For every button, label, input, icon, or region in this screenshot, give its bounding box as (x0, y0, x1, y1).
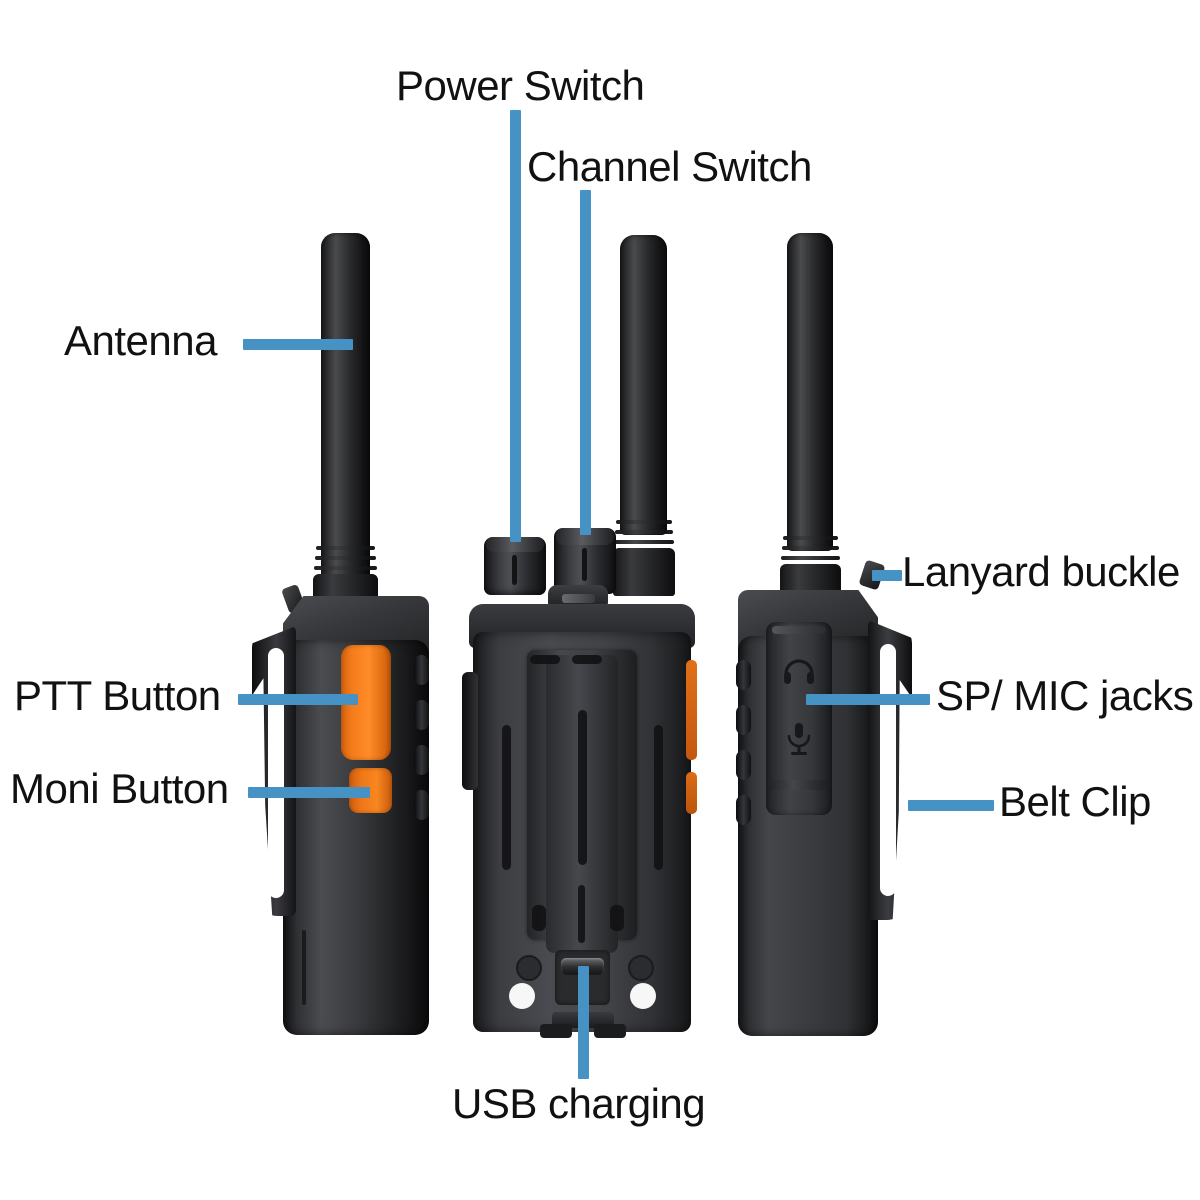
clip-notch (530, 655, 560, 664)
body-seam (302, 930, 306, 1005)
antenna-base (780, 564, 841, 594)
grip-ridge (414, 700, 429, 730)
panel-slot-left (502, 725, 511, 870)
label-lanyard-buckle: Lanyard buckle (902, 548, 1180, 595)
leader-moni-button (248, 787, 370, 798)
belt-clip-slot (578, 710, 587, 865)
clip-notch (610, 905, 624, 931)
antenna-ring (316, 546, 375, 550)
belt-clip-gap-right (880, 644, 896, 896)
top-cap-grille (562, 594, 595, 603)
microphone-icon (780, 718, 818, 760)
panel-slot-right (654, 725, 663, 870)
antenna-ring (614, 540, 674, 544)
label-sp-mic-jacks: SP/ MIC jacks (936, 672, 1194, 719)
leader-power-switch (510, 110, 521, 542)
clip-notch (532, 905, 546, 931)
label-usb-charging: USB charging (452, 1080, 706, 1127)
grip-ridge (414, 745, 429, 775)
belt-clip-gap (268, 648, 284, 898)
knob-top (486, 537, 544, 553)
antenna-ring (782, 546, 839, 550)
label-channel-switch: Channel Switch (527, 143, 812, 190)
antenna-back (620, 235, 667, 535)
leader-belt-clip (908, 800, 994, 811)
antenna-ring (781, 556, 840, 560)
channel-switch-knob[interactable] (554, 528, 616, 594)
leader-channel-switch (580, 190, 591, 535)
antenna-ring (615, 530, 673, 534)
moni-button-edge[interactable] (686, 772, 697, 814)
screw-hole (628, 955, 654, 981)
antenna-ring (315, 556, 376, 560)
antenna-base (313, 574, 378, 600)
side-tab (462, 672, 478, 790)
leader-usb-charging (578, 966, 589, 1079)
grip-ridge (736, 750, 751, 780)
grip-ridge (414, 790, 429, 820)
leader-sp-mic-jacks (806, 694, 930, 705)
screw-hole (516, 955, 542, 981)
knob-notch (582, 548, 587, 581)
headphone-icon (778, 652, 820, 690)
belt-clip-slot (578, 885, 585, 943)
label-ptt-button: PTT Button (14, 672, 221, 719)
bottom-foot (540, 1024, 572, 1038)
leader-antenna (243, 339, 353, 350)
antenna-ring (616, 520, 672, 524)
jack-cover-base (768, 780, 830, 790)
contact-hole (509, 983, 535, 1009)
antenna-right (787, 233, 833, 551)
contact-hole (630, 983, 656, 1009)
antenna-left (321, 233, 370, 585)
ptt-button-edge[interactable] (686, 660, 697, 760)
antenna-base (613, 548, 675, 596)
grip-ridge (414, 655, 429, 685)
grip-ridge (736, 660, 751, 690)
label-antenna: Antenna (64, 317, 217, 364)
power-switch-knob[interactable] (484, 537, 546, 595)
jack-cover-lip (772, 626, 826, 634)
knob-top (556, 528, 614, 546)
label-moni-button: Moni Button (10, 765, 229, 812)
grip-ridge (736, 795, 751, 825)
clip-notch (572, 655, 602, 664)
label-power-switch: Power Switch (396, 62, 645, 109)
bottom-foot (594, 1024, 626, 1038)
antenna-ring (314, 566, 377, 570)
antenna-ring (783, 536, 838, 540)
leader-lanyard-buckle (872, 570, 902, 581)
knob-notch (512, 555, 517, 585)
label-belt-clip: Belt Clip (999, 778, 1151, 825)
grip-ridge (736, 705, 751, 735)
leader-ptt-button (238, 694, 358, 705)
